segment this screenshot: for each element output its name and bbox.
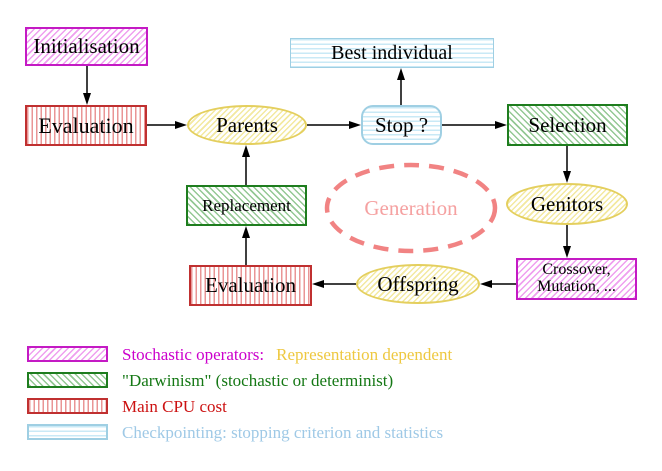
legend-swatch-checkpointing [27, 424, 108, 440]
arrow-initialisation-to-evaluation [83, 66, 91, 105]
legend-label-stochastic-operators-text: Stochastic operators: [122, 345, 265, 364]
legend-label-representation-dependent: Representation dependent [276, 345, 453, 364]
arrow-replacement-to-parents [242, 145, 250, 185]
generation-label: Generation [364, 195, 458, 220]
node-offspring: Offspring [356, 264, 480, 304]
arrow-stop-to-best-individual [397, 68, 405, 105]
node-stop-test: Stop ? [361, 105, 442, 145]
node-initialisation: Initialisation [25, 27, 148, 66]
legend-label-checkpointing: Checkpointing: stopping criterion and st… [122, 423, 444, 442]
legend-swatch-main-cpu-cost [27, 398, 108, 414]
arrow-evaluation-to-replacement [242, 226, 250, 265]
legend-label-stochastic-operators: Stochastic operators: Representation depe… [122, 345, 452, 365]
node-best-individual: Best individual [290, 38, 494, 68]
node-crossover-mutation: Crossover, Mutation, ... [516, 258, 637, 300]
arrow-genitors-to-crossover [563, 225, 571, 258]
node-evaluation-top: Evaluation [25, 105, 147, 146]
arrow-selection-to-genitors [563, 146, 571, 183]
legend-swatch-stochastic-operators [27, 346, 108, 362]
arrow-stop-to-selection [442, 121, 507, 129]
crossover-line1: Crossover, [542, 261, 611, 279]
arrow-evaluation-to-parents [147, 121, 187, 129]
arrow-offspring-to-evaluation [312, 280, 356, 288]
node-genitors: Genitors [506, 183, 628, 225]
node-replacement: Replacement [186, 185, 307, 226]
node-selection: Selection [507, 104, 628, 146]
arrow-crossover-to-offspring [480, 280, 516, 288]
legend-label-darwinism: "Darwinism" (stochastic or determinist) [122, 371, 394, 390]
node-parents: Parents [187, 105, 307, 145]
legend-swatch-darwinism [27, 372, 108, 388]
crossover-line2: Mutation, ... [537, 278, 616, 295]
node-evaluation-bottom: Evaluation [189, 265, 312, 306]
arrow-parents-to-stop [307, 121, 361, 129]
legend-label-main-cpu-cost: Main CPU cost [122, 397, 227, 416]
